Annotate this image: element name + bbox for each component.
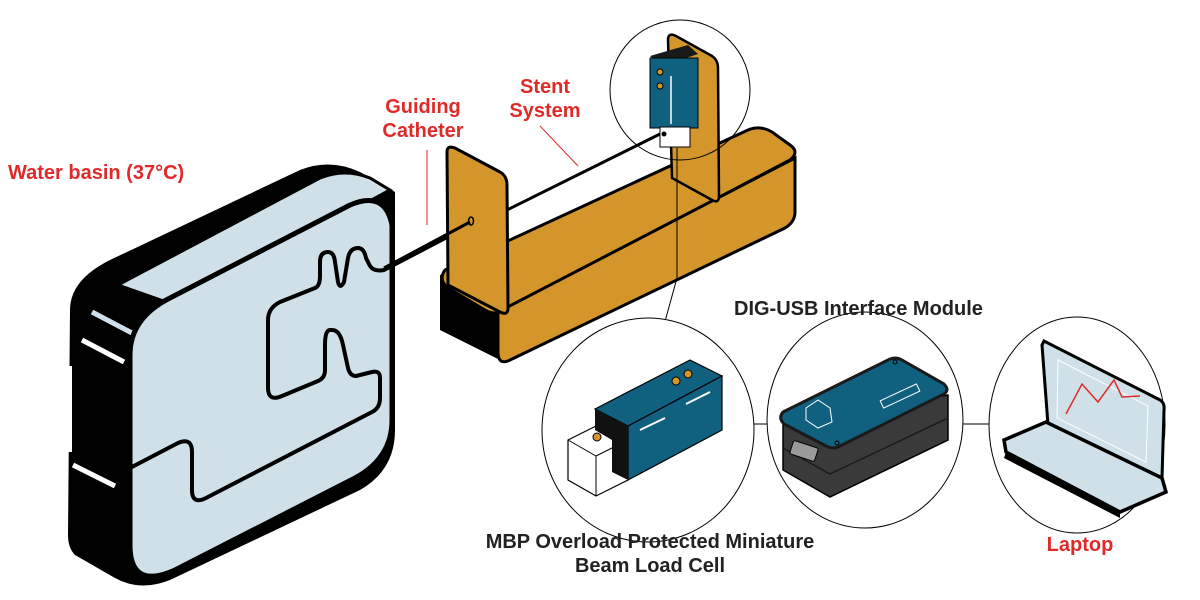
load-cell-body <box>649 57 699 129</box>
laptop-chart-line <box>1065 378 1141 415</box>
fixture-base-front <box>496 155 797 364</box>
module-top <box>779 356 949 450</box>
label-stent-system-line1: Stent <box>520 76 570 98</box>
water-basin-front <box>127 198 395 579</box>
load-cell-highlight <box>685 391 711 405</box>
detail-circle <box>609 19 751 161</box>
label-laptop: Laptop <box>1046 534 1114 556</box>
label-stent-system-line2: System <box>509 100 581 122</box>
basin-slot <box>66 366 72 452</box>
stent-wire <box>506 131 663 212</box>
laptop-screen <box>1040 338 1166 481</box>
label-dig-usb-module: DIG-USB Interface Module <box>734 298 983 320</box>
screw-icon <box>592 432 602 442</box>
load-cell-highlight <box>639 417 666 431</box>
module-screw <box>834 440 840 446</box>
leader-stent <box>539 125 579 167</box>
module-logo-icon <box>805 399 833 429</box>
basin-slot <box>71 462 117 489</box>
dig-usb-circle <box>766 311 964 529</box>
screw-icon <box>656 68 664 76</box>
label-guiding-catheter-line1: Guiding <box>385 96 461 118</box>
load-cell-detail <box>609 19 751 161</box>
label-water-basin: Water basin (37°C) <box>8 162 185 184</box>
catheter-wire <box>383 220 471 270</box>
load-cell-shadow <box>595 409 628 480</box>
load-cell-mount <box>659 126 691 148</box>
basin-slot <box>80 337 126 365</box>
load-cell-circle <box>541 317 755 543</box>
fixture-left-plate <box>445 145 510 315</box>
label-stent-system: Stent System <box>500 75 590 123</box>
wire-attach-point <box>661 131 667 137</box>
module-screw <box>892 359 898 365</box>
vessel-channel <box>128 222 474 503</box>
screw-icon <box>671 376 681 386</box>
label-load-cell-line2: Beam Load Cell <box>574 555 726 577</box>
label-load-cell: MBP Overload Protected Miniature Beam Lo… <box>455 530 845 578</box>
db9-connector-icon <box>789 440 819 462</box>
laptop-circle <box>988 316 1169 534</box>
screw-icon <box>683 369 693 379</box>
water-basin <box>66 164 474 586</box>
module-label-area <box>879 383 921 409</box>
leader-fixture-to-loadcell <box>663 277 678 326</box>
basin-slot <box>90 309 134 336</box>
water-basin-top <box>114 171 394 307</box>
label-guiding-catheter: Guiding Catheter <box>373 95 473 143</box>
screw-icon <box>656 82 664 90</box>
label-guiding-catheter-line2: Catheter <box>382 120 464 142</box>
label-load-cell-line1: MBP Overload Protected Miniature <box>485 531 815 553</box>
stent-fixture <box>383 33 797 364</box>
